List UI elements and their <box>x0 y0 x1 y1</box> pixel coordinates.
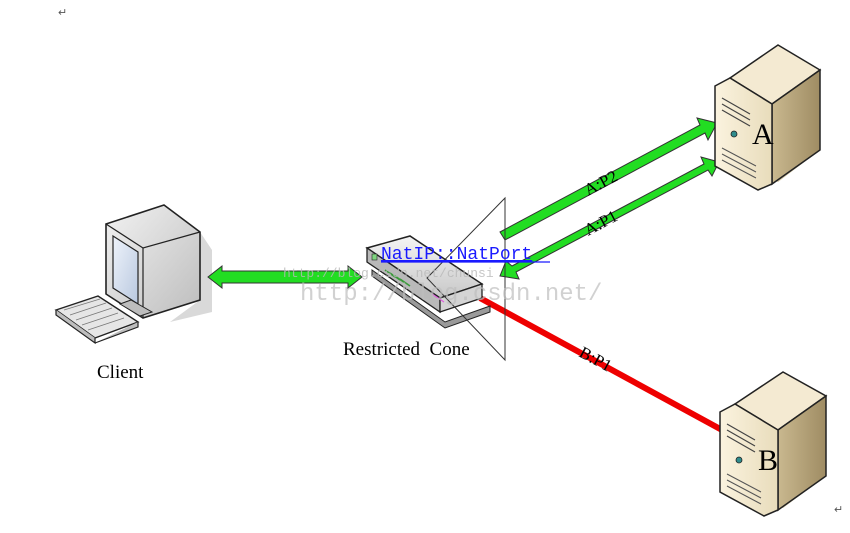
nat-address-label[interactable]: NatIP::NatPort <box>381 245 532 265</box>
client-computer-icon <box>54 204 212 345</box>
watermark-small: http://blog.csdn.net/chunsi <box>283 266 494 281</box>
link-a-p1-arrow <box>499 156 720 280</box>
server-b-label: B <box>758 444 778 477</box>
server-b-icon <box>719 371 828 517</box>
nat-router-icon <box>365 235 491 329</box>
paragraph-mark-top: ↵ <box>58 7 67 19</box>
restricted-cone-shape <box>426 196 506 362</box>
server-a-icon <box>714 44 822 191</box>
link-a-p2-arrow <box>499 117 718 241</box>
client-nat-link-arrow <box>207 264 363 290</box>
nat-type-label: Restricted Cone <box>343 339 470 360</box>
keyboard-icon <box>54 295 140 345</box>
link-b-p1-line <box>478 295 724 433</box>
watermark-large: http://blog.csdn.net/ <box>300 281 602 308</box>
paragraph-mark-bottom: ↵ <box>834 504 843 516</box>
client-label: Client <box>97 362 144 383</box>
server-a-label: A <box>752 118 774 151</box>
